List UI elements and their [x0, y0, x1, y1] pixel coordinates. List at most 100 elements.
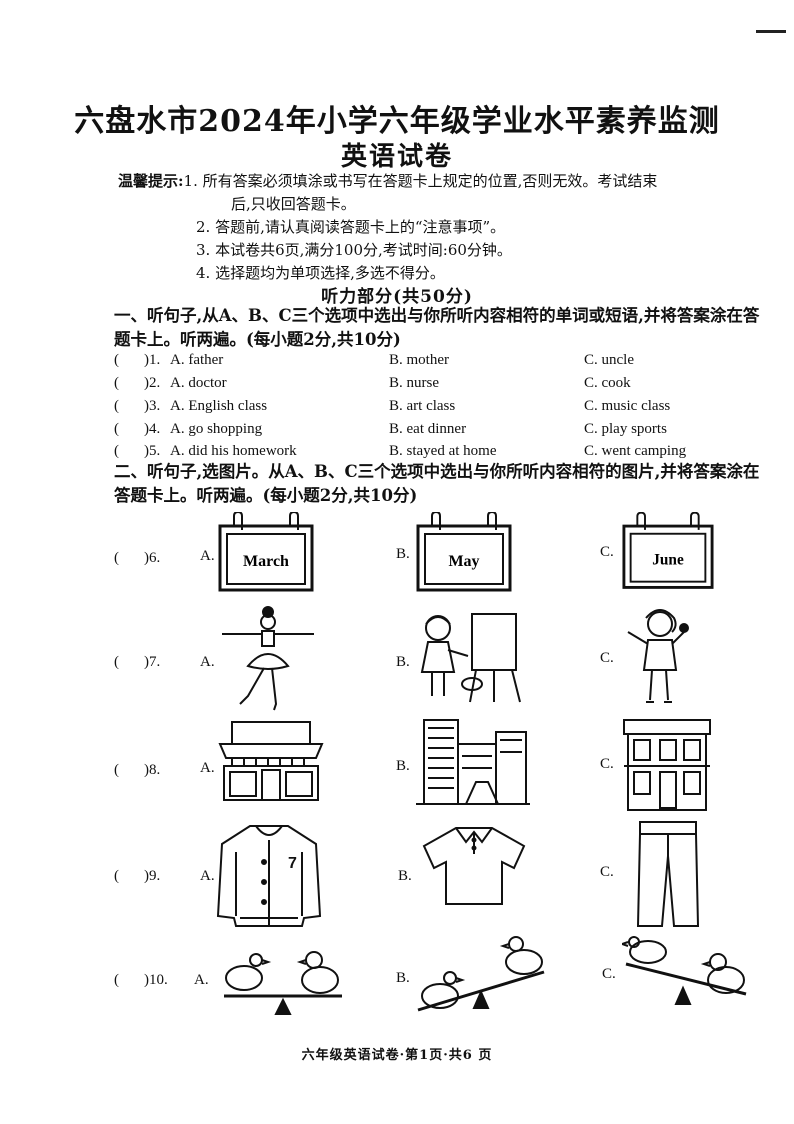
option-b-label[interactable]: B.	[396, 758, 410, 774]
seesaw-icon	[417, 936, 545, 1012]
calendar-month-b: May	[448, 553, 479, 570]
option-a[interactable]: A. English class	[170, 398, 268, 414]
shirt-icon	[422, 827, 526, 905]
answer-paren[interactable]: (	[114, 550, 119, 566]
option-c-label[interactable]: C.	[600, 650, 614, 666]
option-c-label[interactable]: C.	[600, 756, 614, 772]
tip-1b: 后,只收回答题卡。	[231, 195, 356, 213]
option-c[interactable]: C. play sports	[584, 421, 667, 437]
question-number: )8.	[144, 762, 161, 778]
building-icon	[623, 719, 711, 811]
option-c[interactable]: C. went camping	[584, 443, 687, 459]
library-image[interactable]	[414, 716, 532, 808]
option-b-label[interactable]: B.	[396, 970, 410, 986]
easel-icon	[420, 613, 521, 703]
option-b-label[interactable]: B.	[396, 654, 410, 670]
question-row: ( )5. A. did his homework B. stayed at h…	[114, 443, 734, 465]
option-c-label[interactable]: C.	[602, 966, 616, 982]
trousers-icon	[636, 821, 700, 927]
tip-4: 4. 选择题均为单项选择,多选不得分。	[196, 264, 445, 282]
option-b-label[interactable]: B.	[396, 546, 410, 562]
option-a[interactable]: A. go shopping	[170, 421, 263, 437]
tips-block: 温馨提示:1. 所有答案必须填涂或书写在答题卡上规定的位置,否则无效。考试结束 …	[118, 170, 768, 285]
option-a-label[interactable]: A.	[200, 868, 215, 884]
answer-paren[interactable]: (	[114, 421, 119, 437]
svg-text:7: 7	[288, 855, 297, 872]
question-number: )7.	[144, 654, 161, 670]
option-c-label[interactable]: C.	[600, 544, 614, 560]
calendar-june-image[interactable]: June	[622, 512, 714, 590]
picture-question-row: ( )9. A. 7 B. C.	[114, 818, 774, 932]
option-b-label[interactable]: B.	[398, 868, 412, 884]
calendar-march-image[interactable]: March	[218, 512, 314, 592]
restaurant-image[interactable]	[218, 718, 324, 802]
option-b[interactable]: B. art class	[389, 398, 456, 414]
answer-paren[interactable]: (	[114, 972, 119, 988]
question-row: ( )4. A. go shopping B. eat dinner C. pl…	[114, 421, 734, 443]
polo-shirt-image[interactable]	[420, 824, 528, 908]
listening-heading: 听力部分(共50分)	[321, 287, 473, 307]
option-a-label[interactable]: A.	[200, 654, 215, 670]
seesaw-left-up-image[interactable]	[622, 936, 750, 1012]
option-a[interactable]: A. father	[170, 352, 224, 368]
corner-mark	[756, 30, 786, 33]
jacket-icon: 7	[216, 825, 322, 927]
answer-paren[interactable]: (	[114, 352, 119, 368]
jacket-image[interactable]: 7	[216, 822, 322, 930]
seesaw-icon	[622, 936, 747, 1005]
exam-title: 六盘水市2024年小学六年级学业水平素养监测	[74, 104, 720, 139]
dancer-icon	[222, 606, 314, 711]
option-b[interactable]: B. eat dinner	[389, 421, 467, 437]
building-icon	[416, 719, 530, 805]
answer-paren[interactable]: (	[114, 654, 119, 670]
picture-question-row: ( )10. A. B. C.	[114, 936, 774, 1026]
question-number: )1.	[144, 352, 161, 368]
tip-1a: 1. 所有答案必须填涂或书写在答题卡上规定的位置,否则无效。考试结束	[183, 172, 658, 190]
girl-painting-image[interactable]	[416, 606, 524, 706]
question-number: )6.	[144, 550, 161, 566]
question-number: )10.	[144, 972, 168, 988]
ballet-dancer-image[interactable]	[218, 604, 318, 712]
option-c[interactable]: C. uncle	[584, 352, 634, 368]
answer-paren[interactable]: (	[114, 868, 119, 884]
shop-building-image[interactable]	[620, 718, 714, 812]
question-row: ( )2. A. doctor B. nurse C. cook	[114, 375, 734, 397]
tip-3: 3. 本试卷共6页,满分100分,考试时间:60分钟。	[196, 241, 512, 259]
question-number: )5.	[144, 443, 161, 459]
picture-question-row: ( )7. A. B. C.	[114, 604, 774, 714]
calendar-may-image[interactable]: May	[416, 512, 512, 592]
answer-paren[interactable]: (	[114, 762, 119, 778]
trousers-image[interactable]	[636, 820, 700, 930]
option-c-label[interactable]: C.	[600, 864, 614, 880]
calendar-icon: March	[218, 512, 314, 592]
option-b[interactable]: B. nurse	[389, 375, 439, 391]
option-a[interactable]: A. did his homework	[170, 443, 297, 459]
calendar-icon: June	[622, 512, 714, 589]
option-c[interactable]: C. music class	[584, 398, 671, 414]
picture-question-row: ( )8. A. B. C.	[114, 716, 774, 816]
option-b[interactable]: B. stayed at home	[389, 443, 497, 459]
picture-question-row: ( )6. A. March B. May C. June	[114, 512, 774, 602]
option-a[interactable]: A. doctor	[170, 375, 227, 391]
answer-paren[interactable]: (	[114, 375, 119, 391]
option-a-label[interactable]: A.	[200, 548, 215, 564]
part1-instructions: 一、听句子,从A、B、C三个选项中选出与你所听内容相符的单词或短语,并将答案涂在…	[114, 306, 760, 349]
tip-2: 2. 答题前,请认真阅读答题卡上的“注意事项”。	[196, 218, 506, 236]
question-number: )2.	[144, 375, 161, 391]
option-a-label[interactable]: A.	[194, 972, 209, 988]
seesaw-balanced-image[interactable]	[218, 940, 348, 1020]
seesaw-right-up-image[interactable]	[414, 936, 548, 1018]
question-row: ( )1. A. father B. mother C. uncle	[114, 352, 734, 374]
answer-paren[interactable]: (	[114, 398, 119, 414]
question-number: )9.	[144, 868, 161, 884]
question-row: ( )3. A. English class B. art class C. m…	[114, 398, 734, 420]
calendar-icon: May	[416, 512, 512, 592]
singer-icon	[627, 609, 689, 703]
tips-label: 温馨提示:	[118, 172, 184, 190]
part2-instructions: 二、听句子,选图片。从A、B、C三个选项中选出与你所听内容相符的图片,并将答案涂…	[114, 462, 760, 505]
option-a-label[interactable]: A.	[200, 760, 215, 776]
option-b[interactable]: B. mother	[389, 352, 449, 368]
answer-paren[interactable]: (	[114, 443, 119, 459]
girl-singing-image[interactable]	[620, 604, 702, 708]
option-c[interactable]: C. cook	[584, 375, 631, 391]
